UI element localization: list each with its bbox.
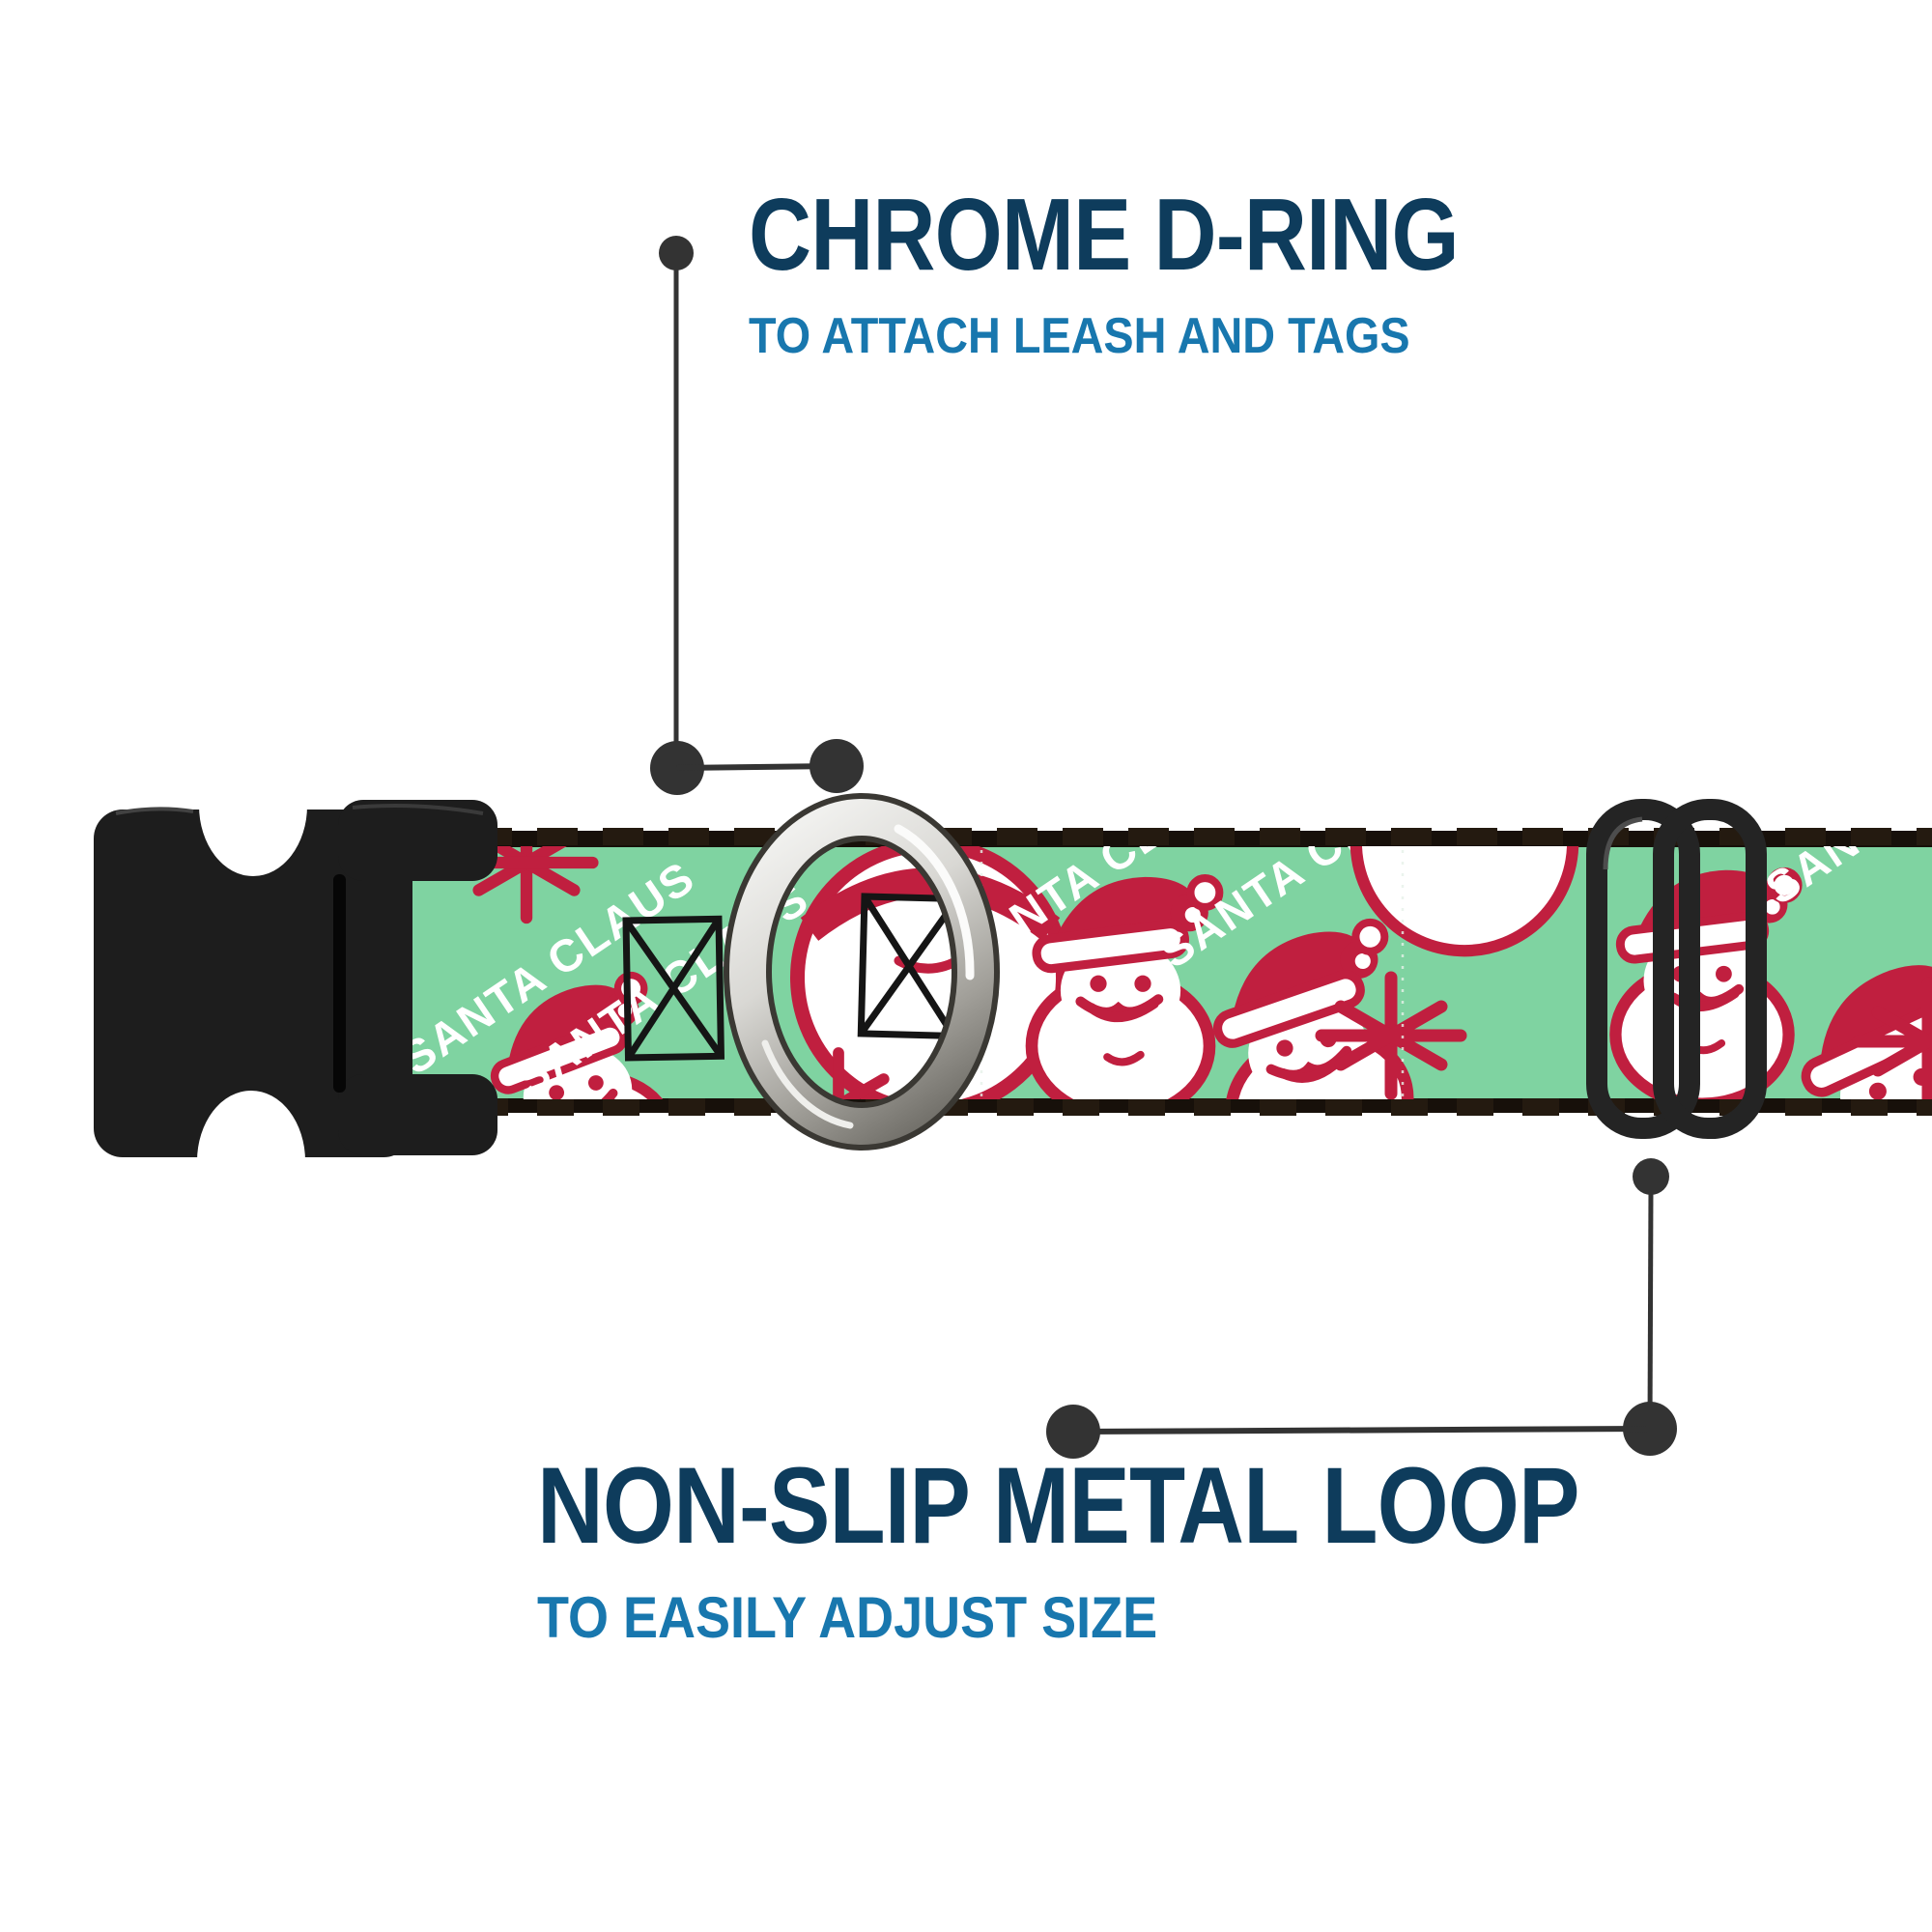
- top-annotation-title: CHROME D-RING: [749, 178, 1460, 292]
- metal-slider-loop: [1586, 799, 1767, 1139]
- buckle: [94, 735, 497, 1232]
- callout-top: [650, 236, 864, 795]
- bottom-annotation-title: NON-SLIP METAL LOOP: [537, 1445, 1580, 1566]
- callout-dot: [1633, 1158, 1669, 1195]
- buckle-highlight: [115, 807, 194, 815]
- callout-bottom: [1046, 1158, 1677, 1459]
- chrome-d-ring: [724, 793, 1000, 1151]
- chrome-highlight: [761, 1039, 854, 1129]
- top-annotation-subtitle: TO ATTACH LEASH AND TAGS: [749, 308, 1410, 364]
- buckle-bottom-notch: [197, 1091, 305, 1232]
- buckle-top-arm: [338, 800, 497, 881]
- buckle-bottom-arm: [338, 1074, 497, 1155]
- buckle-highlight: [352, 804, 484, 815]
- callout-line: [1647, 1187, 1654, 1429]
- bottom-annotation-subtitle: TO EASILY ADJUST SIZE: [537, 1585, 1158, 1650]
- callout-dot: [1046, 1405, 1100, 1459]
- callout-dot: [659, 236, 694, 270]
- chrome-highlight: [894, 824, 975, 980]
- top-annotation: CHROME D-RING TO ATTACH LEASH AND TAGS: [749, 184, 1583, 361]
- bottom-annotation: NON-SLIP METAL LOOP TO EASILY ADJUST SIZ…: [537, 1452, 1763, 1647]
- buckle-slot: [333, 874, 346, 1093]
- callout-line: [1072, 1426, 1651, 1435]
- buckle-top-notch: [199, 735, 307, 876]
- slider-highlight: [1603, 816, 1643, 870]
- callout-dot: [810, 739, 864, 793]
